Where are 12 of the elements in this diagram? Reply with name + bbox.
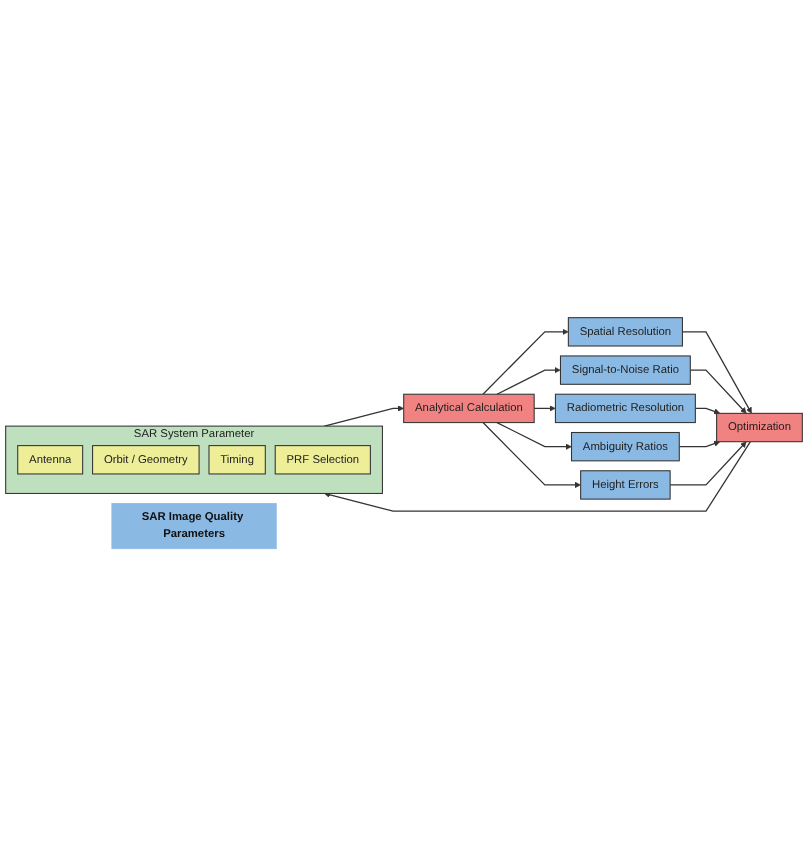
arrow <box>678 441 721 449</box>
arrow <box>689 370 747 415</box>
arrow <box>323 406 404 428</box>
arrow <box>496 422 572 451</box>
arrow <box>482 422 581 489</box>
arrow <box>694 408 721 416</box>
arrow <box>324 441 752 513</box>
arrow <box>669 442 747 487</box>
arrow <box>482 329 569 396</box>
arrow <box>496 367 561 396</box>
arrow <box>533 406 556 413</box>
arrow <box>681 332 752 415</box>
